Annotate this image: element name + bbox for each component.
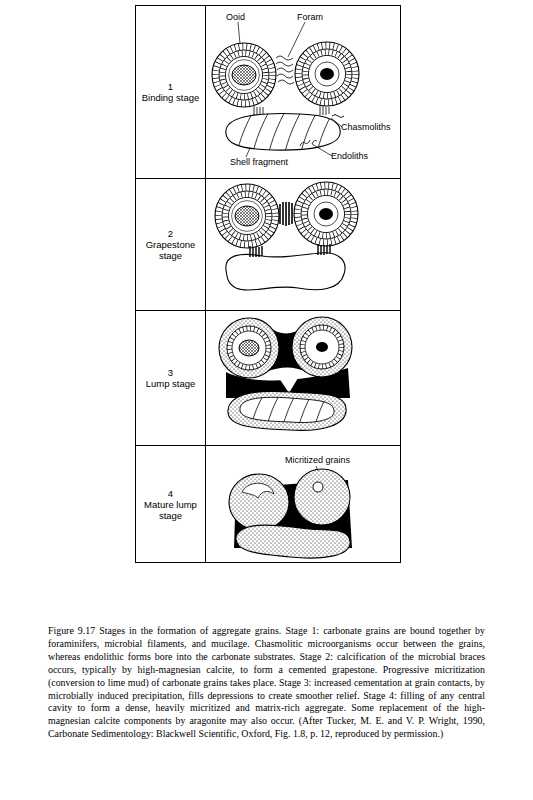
micritized-grain — [294, 469, 350, 525]
micritized-shell — [228, 391, 346, 430]
figure-caption: Figure 9.17 Stages in the formation of a… — [48, 625, 485, 741]
grain-remnant — [242, 483, 274, 498]
leader-line — [316, 466, 318, 471]
callout-label: Ooid — [226, 12, 245, 22]
cavity — [279, 378, 298, 393]
callout-label: Chasmoliths — [341, 122, 391, 132]
micritized-grain — [292, 317, 352, 377]
shell-fragment — [226, 253, 345, 290]
shell-hatching — [236, 110, 334, 156]
binding-stage-drawing — [212, 22, 359, 157]
microbial-filaments — [276, 56, 294, 84]
shell-fragment — [226, 114, 340, 151]
lump-stage-drawing — [219, 317, 352, 430]
calcified-braces — [280, 202, 292, 226]
micritized-shell — [236, 525, 350, 558]
stage-name: Mature lump stage — [139, 499, 202, 521]
stage-cell: 2Grapestone stage — [136, 179, 205, 310]
callout-label: Shell fragment — [230, 157, 288, 167]
grain-nucleus — [313, 482, 323, 492]
grapestone-stage-drawing — [215, 182, 358, 290]
callout-label: Endoliths — [331, 151, 368, 161]
micritized-grain — [229, 474, 289, 530]
mature-lump-stage-drawing — [229, 466, 352, 558]
leader-lines — [238, 22, 342, 157]
stage-number: 1 — [168, 81, 173, 92]
table-frame — [136, 6, 401, 563]
shell-hatching — [250, 394, 328, 428]
callout-label: Micritized grains — [285, 455, 350, 465]
calcified-braces — [250, 244, 330, 257]
chasmolith-symbol — [332, 115, 344, 118]
carbonate-grain — [295, 42, 359, 106]
micritized-ooid — [219, 318, 279, 378]
stage-cell: 1Binding stage — [136, 6, 205, 178]
callout-label: Foram — [297, 12, 323, 22]
ooid-grain — [215, 184, 279, 248]
stage-cell: 3Lump stage — [136, 311, 205, 445]
ooid-grain — [212, 43, 276, 107]
stage-name: Binding stage — [142, 92, 200, 103]
stage-number: 3 — [168, 367, 173, 378]
stage-number: 2 — [168, 228, 173, 239]
stage-cell: 4Mature lump stage — [136, 446, 205, 562]
stage-name: Lump stage — [146, 378, 196, 389]
microbial-braces — [254, 106, 329, 115]
stage-name: Grapestone stage — [139, 239, 202, 261]
table-grid — [136, 6, 401, 563]
stage-number: 4 — [168, 488, 173, 499]
carbonate-grain — [294, 182, 358, 246]
